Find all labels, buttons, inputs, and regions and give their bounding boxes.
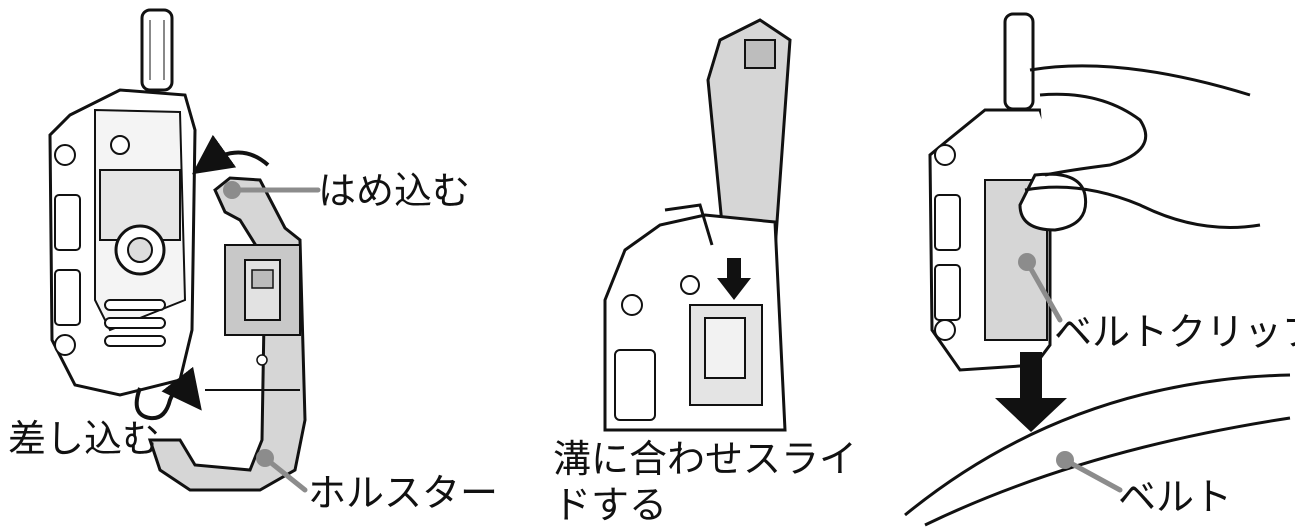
holster-icon — [147, 176, 307, 492]
leader-line-belt-clip — [1024, 259, 1063, 323]
label-belt: ベルト — [1118, 475, 1233, 519]
right-panel — [904, 12, 1291, 527]
slide-down-arrow-icon — [717, 258, 751, 300]
attach-down-arrow-icon — [995, 352, 1067, 432]
belt-icon — [904, 373, 1291, 527]
antenna-icon — [140, 8, 174, 92]
label-insert-snap: はめ込む — [318, 169, 471, 213]
leader-line-belt — [1062, 457, 1123, 493]
label-slide-line1: 溝に合わせスライ — [553, 437, 858, 481]
radio-back-icon — [603, 203, 787, 432]
left-panel — [48, 8, 321, 493]
hand-icon — [1018, 64, 1261, 232]
antenna-icon — [1003, 12, 1035, 111]
radio-device-icon — [48, 88, 197, 397]
rotate-arrow-icon — [191, 134, 270, 175]
label-holster: ホルスター — [308, 471, 499, 515]
insert-arrow-icon — [134, 366, 202, 421]
label-belt-clip: ベルトクリップ — [1054, 310, 1295, 354]
radio-device-icon — [928, 108, 1052, 372]
label-insert: 差し込む — [8, 417, 161, 461]
middle-panel — [603, 18, 792, 432]
belt-clip-icon — [706, 18, 792, 257]
label-slide-line2: ドする — [553, 483, 668, 527]
